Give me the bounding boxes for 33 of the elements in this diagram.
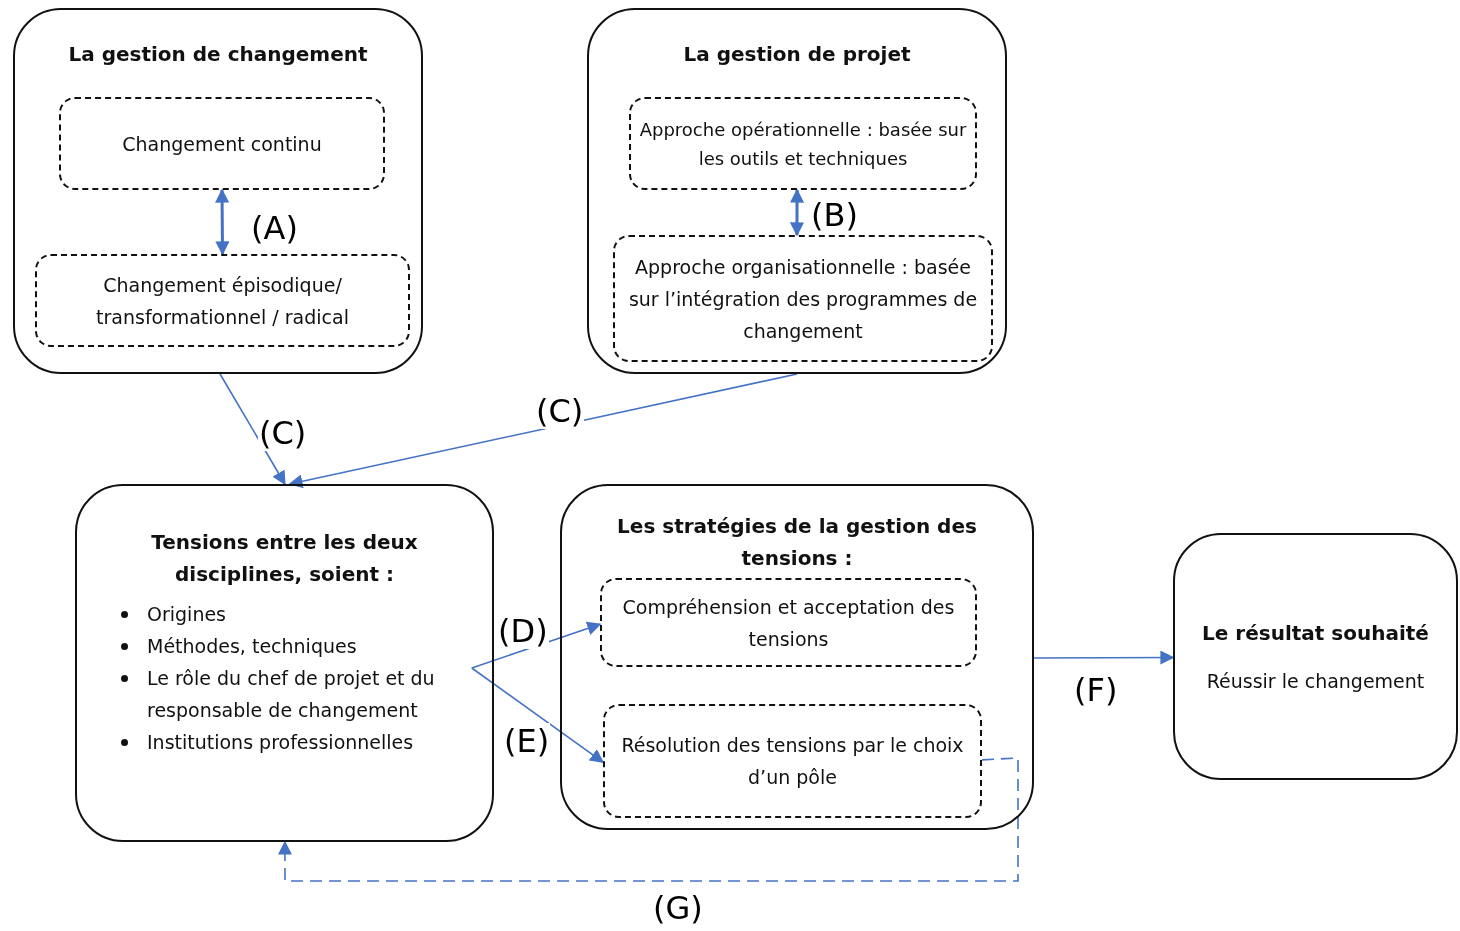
edge-label: (E) [503,723,551,759]
box-heading: La gestion de projet [682,41,912,68]
list-item-text: Méthodes, techniques [147,634,358,659]
box-heading: Tensions entre les deux disciplines, soient : [150,529,419,588]
box-text: Réussir le changement [1205,668,1426,694]
rounded-box [75,484,494,842]
box-text: Changement épisodique/ transformationnel / radical [95,272,350,330]
dashed-box [59,97,385,190]
dashed-box [629,97,977,190]
double-arrow [789,188,805,237]
box-text: Approche organisationnelle : basée sur l’intégration des programmes de changement [627,254,979,344]
box-text: Résolution des tensions par le choix d’un pôle [620,733,965,790]
dashed-box [613,235,993,362]
list-item-text: Le rôle du chef de projet et du responsable de changement [147,666,436,723]
dashed-box [603,704,982,818]
rounded-box [1173,533,1458,780]
arrow [1033,650,1175,665]
dashed-box [600,578,977,667]
dashed-arrow [277,757,1019,882]
arrow [471,667,605,763]
box-heading: La gestion de changement [67,41,369,68]
double-arrow [215,188,230,256]
rounded-box [560,484,1034,830]
list-item-text: Origines [147,602,227,627]
box-text: Compréhension et acceptation des tensions [621,594,956,652]
box-heading: Le résultat souhaité [1201,619,1430,647]
arrow [219,373,286,486]
box-text: Approche opérationnelle : basée sur les outils et techniques [638,117,968,171]
arrow [288,373,798,489]
box-text: Changement continu [121,131,323,157]
list-item-text: Institutions professionnelles [147,730,415,755]
box-heading: Les stratégies de la gestion des tensions : [616,513,978,572]
dashed-box [35,254,410,347]
